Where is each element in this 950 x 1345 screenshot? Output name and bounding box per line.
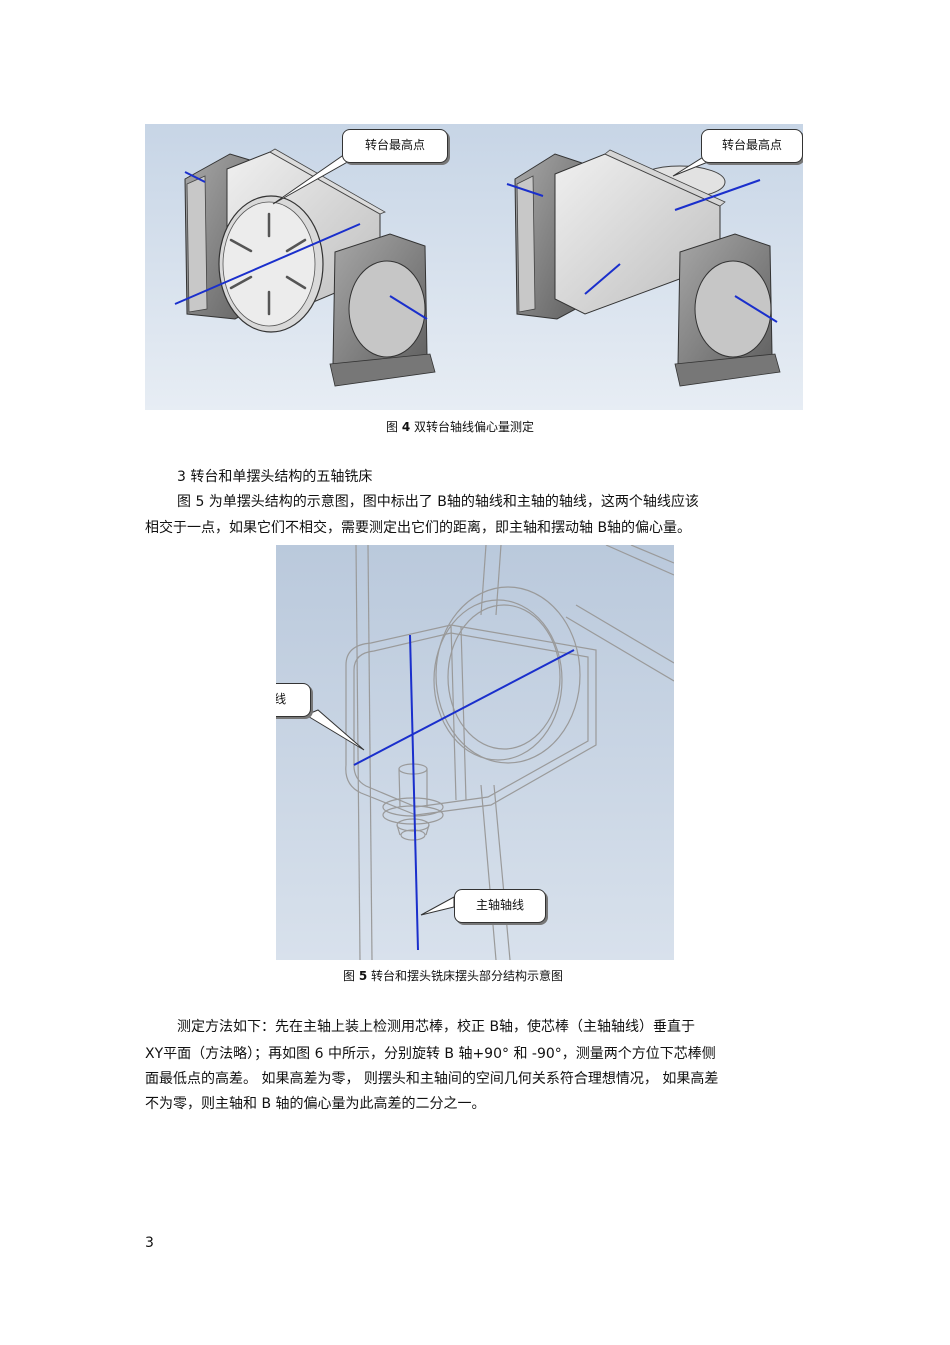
left-rotary-table [174, 148, 436, 387]
callout-b-axis-line: B轴轴线 [276, 683, 311, 717]
figure-4-caption-number: 4 [401, 420, 411, 434]
method-paragraph-line-4: 不为零，则主轴和 B 轴的偏心量为此高差的二分之一。 [145, 1096, 486, 1112]
callout-spindle-axis-line: 主轴轴线 [454, 889, 546, 923]
method-paragraph-line-3: 面最低点的高差。 如果高差为零， 则摆头和主轴间的空间几何关系符合理想情况， 如… [145, 1071, 719, 1087]
method-paragraph-line-1: 测定方法如下：先在主轴上装上检测用芯棒，校正 B轴，使芯棒（主轴轴线）垂直于 [177, 1019, 696, 1035]
section-3-paragraph-line-2: 相交于一点，如果它们不相交，需要测定出它们的距离，即主轴和摆动轴 B轴的偏心量。 [145, 520, 692, 536]
figure-5-caption-text: 转台和摆头铣床摆头部分结构示意图 [371, 969, 564, 983]
figure-4-image: 转台最高点 转台最高点 [145, 124, 803, 410]
page-number: 3 [145, 1235, 154, 1251]
figure-5-image: B轴轴线 主轴轴线 [276, 545, 674, 960]
figure-4-caption-prefix: 图 [386, 420, 399, 434]
figure-4-drawing [145, 124, 803, 410]
section-3-paragraph-line-1: 图 5 为单摆头结构的示意图，图中标出了 B轴的轴线和主轴的轴线，这两个轴线应该 [177, 494, 699, 510]
section-3-heading: 3 转台和单摆头结构的五轴铣床 [177, 469, 373, 485]
right-rotary-table [506, 149, 781, 387]
callout-highest-point-left: 转台最高点 [342, 129, 448, 163]
callout-highest-point-right: 转台最高点 [701, 129, 803, 163]
method-paragraph-line-2: XY平面（方法略）；再如图 6 中所示，分别旋转 B 轴+90° 和 -90°，… [145, 1046, 716, 1062]
figure-4-caption: 图 4 双转台轴线偏心量测定 [386, 418, 534, 435]
figure-4-caption-text: 双转台轴线偏心量测定 [414, 420, 535, 434]
figure-5-caption-number: 5 [358, 969, 368, 983]
figure-5-caption-prefix: 图 [343, 969, 356, 983]
figure-5-caption: 图 5 转台和摆头铣床摆头部分结构示意图 [343, 967, 563, 984]
